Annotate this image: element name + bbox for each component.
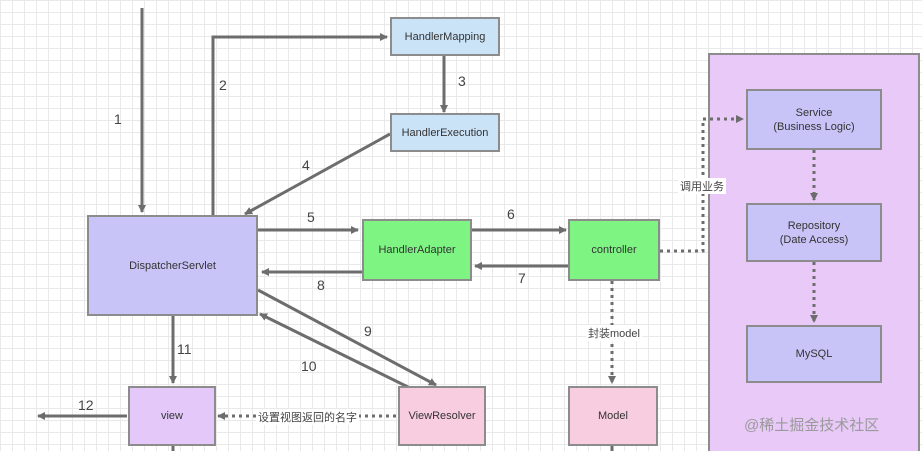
handler-adapter-label: HandlerAdapter <box>378 244 456 256</box>
step-label-12: 12 <box>78 397 94 413</box>
view-label: view <box>160 410 183 422</box>
arrow-step-10 <box>259 312 411 390</box>
call-business-caption: 调用业务 <box>678 178 726 194</box>
step-label-9: 9 <box>364 323 372 339</box>
step-label-6: 6 <box>507 206 515 222</box>
step-label-10: 10 <box>301 358 317 374</box>
view-resolver-label: ViewResolver <box>408 410 476 422</box>
model-node: Model <box>568 386 658 446</box>
step-label-2: 2 <box>219 77 227 93</box>
view-resolver-node: ViewResolver <box>398 386 486 446</box>
step-label-3: 3 <box>458 73 466 89</box>
handler-execution-label: HandlerExecution <box>401 126 489 139</box>
handler-execution-node: HandlerExecution <box>390 113 500 152</box>
step-label-8: 8 <box>317 277 325 293</box>
repository-node: Repository (Date Access) <box>746 203 882 262</box>
step-label-1: 1 <box>114 111 122 127</box>
handler-mapping-node: HandlerMapping <box>390 17 500 56</box>
wrap-model-caption: 封装model <box>586 325 642 341</box>
view-node: view <box>128 386 216 446</box>
arrow-step-9 <box>257 288 437 387</box>
set-view-name-caption: 设置视图返回的名字 <box>256 409 359 425</box>
step-label-5: 5 <box>307 209 315 225</box>
controller-node: controller <box>568 219 660 281</box>
mysql-label: MySQL <box>795 348 833 360</box>
model-label: Model <box>598 410 628 422</box>
service-node: Service (Business Logic) <box>746 89 882 150</box>
dispatcher-servlet-node: DispatcherServlet <box>87 215 258 316</box>
service-subtitle: (Business Logic) <box>773 120 855 133</box>
repository-subtitle: (Date Access) <box>779 233 849 246</box>
service-title: Service <box>795 106 833 119</box>
handler-adapter-node: HandlerAdapter <box>362 219 472 281</box>
mysql-node: MySQL <box>746 325 882 383</box>
step-label-4: 4 <box>302 157 310 173</box>
arrow-step-4 <box>244 132 391 216</box>
step-label-7: 7 <box>518 270 526 286</box>
step-label-11: 11 <box>177 341 192 357</box>
handler-mapping-label: HandlerMapping <box>404 30 486 43</box>
repository-title: Repository <box>787 219 841 232</box>
dispatcher-servlet-label: DispatcherServlet <box>129 259 216 272</box>
controller-label: controller <box>591 244 637 256</box>
dotted-call-business <box>660 115 744 253</box>
arrow-step-2 <box>211 33 388 215</box>
watermark-text: @稀土掘金技术社区 <box>744 417 880 434</box>
